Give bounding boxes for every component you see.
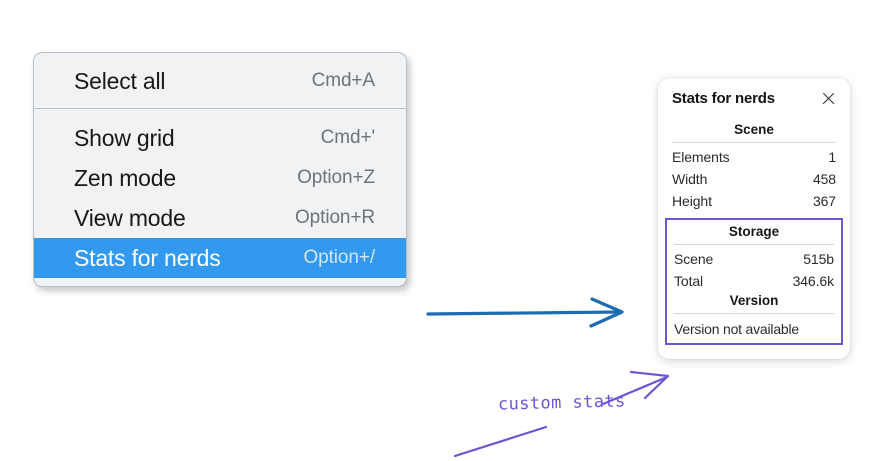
menu-item-shortcut: Option+R bbox=[295, 207, 375, 228]
stat-row-height: Height 367 bbox=[672, 190, 836, 212]
section-title-version: Version bbox=[729, 293, 779, 308]
purple-underline-stroke bbox=[453, 425, 548, 458]
scene-section: Scene Elements 1 Width 458 Height 367 bbox=[672, 121, 836, 212]
menu-group-primary: Select all Cmd+A bbox=[34, 53, 406, 108]
custom-stats-highlight-box: Storage Scene 515b Total 346.6k Version … bbox=[665, 218, 843, 345]
menu-item-label: Select all bbox=[74, 67, 166, 94]
close-icon[interactable] bbox=[821, 91, 836, 106]
menu-item-stats-for-nerds[interactable]: Stats for nerds Option+/ bbox=[34, 238, 406, 278]
stats-panel-title: Stats for nerds bbox=[672, 90, 775, 107]
custom-stats-annotation: custom stats bbox=[497, 391, 626, 415]
stat-row-storage-total: Total 346.6k bbox=[674, 270, 834, 292]
menu-item-shortcut: Cmd+A bbox=[311, 70, 375, 91]
section-title-scene: Scene bbox=[734, 122, 774, 137]
blue-arrow bbox=[426, 297, 624, 328]
menu-item-zen-mode[interactable]: Zen mode Option+Z bbox=[34, 158, 406, 198]
stats-panel-header: Stats for nerds bbox=[672, 90, 836, 107]
menu-item-label: View mode bbox=[74, 204, 186, 231]
stat-row-width: Width 458 bbox=[672, 168, 836, 190]
context-menu[interactable]: Select all Cmd+A Show grid Cmd+' Zen mod… bbox=[33, 52, 407, 287]
stat-value: 346.6k bbox=[792, 273, 835, 289]
menu-item-label: Stats for nerds bbox=[74, 244, 221, 271]
stat-label: Elements bbox=[672, 149, 730, 165]
section-rule bbox=[672, 142, 836, 143]
stat-label: Total bbox=[674, 273, 704, 289]
menu-item-shortcut: Option+Z bbox=[297, 167, 375, 188]
menu-item-shortcut: Cmd+' bbox=[320, 127, 375, 148]
section-rule bbox=[674, 313, 834, 314]
version-note: Version not available bbox=[674, 321, 799, 337]
storage-section: Storage Scene 515b Total 346.6k bbox=[674, 223, 834, 292]
stat-value: 367 bbox=[812, 193, 836, 209]
version-section: Version Version not available bbox=[674, 292, 834, 338]
menu-item-show-grid[interactable]: Show grid Cmd+' bbox=[34, 118, 406, 158]
menu-group-secondary: Show grid Cmd+' Zen mode Option+Z View m… bbox=[34, 109, 406, 278]
menu-item-label: Show grid bbox=[74, 124, 175, 151]
menu-item-label: Zen mode bbox=[74, 164, 176, 191]
section-title-storage: Storage bbox=[728, 224, 780, 239]
stat-value: 1 bbox=[828, 149, 836, 165]
menu-item-shortcut: Option+/ bbox=[303, 247, 375, 268]
stat-value: 515b bbox=[803, 251, 834, 267]
menu-item-view-mode[interactable]: View mode Option+R bbox=[34, 198, 406, 238]
section-rule bbox=[674, 244, 834, 245]
menu-item-select-all[interactable]: Select all Cmd+A bbox=[34, 61, 406, 101]
stat-label: Width bbox=[672, 171, 708, 187]
stat-row-elements: Elements 1 bbox=[672, 146, 836, 168]
stat-label: Scene bbox=[674, 251, 714, 267]
stat-value: 458 bbox=[812, 171, 836, 187]
stat-row-storage-scene: Scene 515b bbox=[674, 248, 834, 270]
menu-separator bbox=[34, 108, 406, 109]
stats-for-nerds-panel: Stats for nerds Scene Elements 1 Width 4… bbox=[658, 78, 850, 359]
stat-label: Height bbox=[672, 193, 712, 209]
